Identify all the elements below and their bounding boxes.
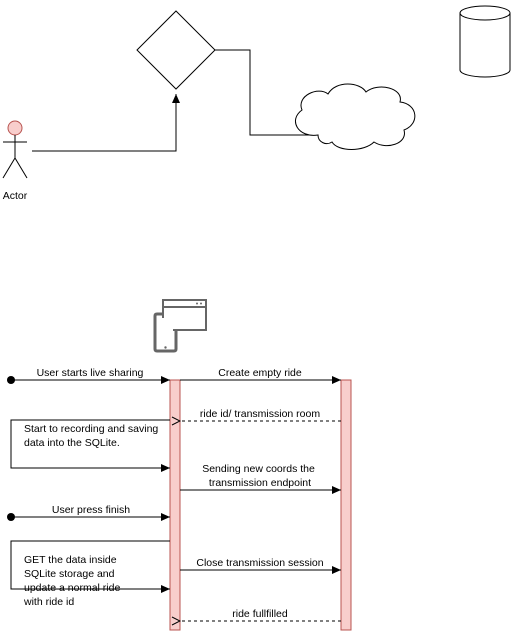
decision-diamond bbox=[136, 10, 216, 90]
message-label-7-line-1: GET the data inside bbox=[24, 554, 117, 566]
message-label-4: Start to recording and saving data into … bbox=[24, 423, 161, 449]
actor-leg-right bbox=[14, 157, 28, 179]
lifeline-server bbox=[340, 379, 352, 631]
message-label-9: ride fullfilled bbox=[232, 608, 288, 620]
database-icon bbox=[459, 5, 511, 78]
message-label-8: Close transmission session bbox=[196, 557, 323, 569]
message-arrow-4 bbox=[10, 419, 170, 472]
message-label-6: User press finish bbox=[52, 504, 130, 516]
message-label-4-line-2: data into the SQLite. bbox=[24, 437, 120, 449]
message-label-3: ride id/ transmission room bbox=[200, 408, 320, 420]
message-label-7: GET the data inside SQLite storage and u… bbox=[23, 554, 123, 608]
decision-to-cloud-connector bbox=[215, 49, 318, 136]
message-label-7-line-4: with ride id bbox=[23, 596, 74, 608]
cloud-icon bbox=[295, 83, 416, 150]
actor-head bbox=[7, 120, 23, 136]
actor-to-decision-connector bbox=[32, 94, 180, 152]
message-arrow-7 bbox=[10, 540, 170, 593]
message-label-2: Create empty ride bbox=[218, 367, 302, 379]
message-label-7-line-3: update a normal ride bbox=[24, 582, 120, 594]
message-label-5: Sending new coords the transmission endp… bbox=[202, 463, 318, 489]
lifeline-app bbox=[169, 379, 181, 631]
message-label-5-line-1: Sending new coords the bbox=[202, 463, 315, 475]
message-label-1: User starts live sharing bbox=[37, 367, 144, 379]
actor-leg-left bbox=[2, 157, 16, 179]
message-label-7-line-2: SQLite storage and bbox=[24, 568, 115, 580]
mobile-phone-icon bbox=[153, 312, 178, 353]
actor-label: Actor bbox=[3, 190, 28, 202]
message-label-5-line-2: transmission endpoint bbox=[209, 477, 311, 489]
message-label-4-line-1: Start to recording and saving bbox=[24, 423, 158, 435]
actor-figure bbox=[2, 120, 28, 179]
